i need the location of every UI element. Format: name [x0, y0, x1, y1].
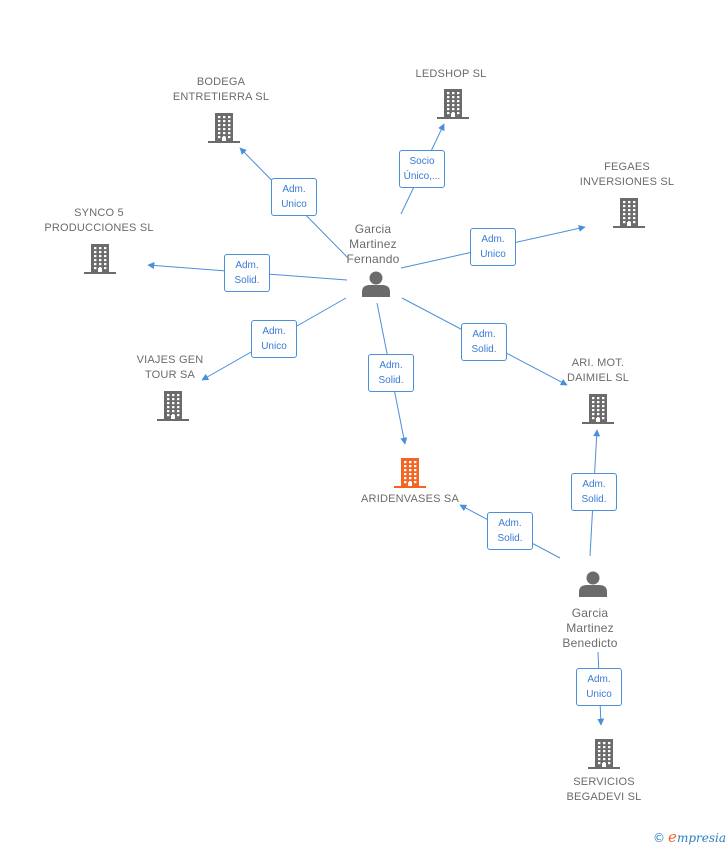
- copyright-icon: ©: [653, 831, 666, 845]
- edge-label-line: Adm.: [498, 518, 522, 529]
- edge-label-ari_mot: Adm. Solid.: [461, 323, 507, 361]
- edge-label-synco: Adm. Solid.: [224, 254, 270, 292]
- node-label-line: SYNCO 5: [74, 207, 124, 219]
- edge-label-line: Adm.: [587, 674, 611, 685]
- edge-label-line: Adm.: [582, 479, 606, 490]
- edge-label-line: Adm.: [472, 329, 496, 340]
- person-icon[interactable]: [362, 271, 390, 298]
- node-label-line: DAIMIEL SL: [566, 372, 630, 384]
- node-label-line: Garcia: [354, 222, 392, 236]
- edge-label-line: Adm.: [262, 326, 286, 337]
- node-label-line: ARI. MOT.: [571, 357, 625, 369]
- building-icon[interactable]: [437, 89, 469, 119]
- building-icon[interactable]: [582, 394, 614, 424]
- building-icon[interactable]: [394, 458, 426, 488]
- node-label-viajes[interactable]: VIAJES GEN TOUR SA: [137, 353, 204, 383]
- node-label-line: Martinez: [349, 237, 397, 251]
- node-label-line: LEDSHOP SL: [415, 68, 487, 80]
- node-label-line: FEGAES: [604, 161, 650, 173]
- node-label-ledshop[interactable]: LEDSHOP SL: [416, 67, 487, 82]
- edge-label-line: Unico: [261, 341, 287, 352]
- node-label-line: VIAJES GEN: [136, 354, 204, 366]
- node-label-line: BEGADEVI SL: [566, 791, 642, 803]
- edge-label-line: Adm.: [379, 360, 403, 371]
- edge-label-line: Solid.: [471, 344, 497, 355]
- node-label-ari_mot[interactable]: ARI. MOT. DAIMIEL SL: [567, 356, 629, 386]
- edge-label-line: Unico: [480, 249, 506, 260]
- edge-label-line: Unico: [281, 199, 307, 210]
- node-label-line: PRODUCCIONES SL: [44, 222, 154, 234]
- edge-label-fegaes: Adm. Unico: [470, 228, 516, 266]
- edge-label-bodega: Adm. Unico: [271, 178, 317, 216]
- node-label-line: Fernando: [346, 252, 400, 266]
- node-label-servicios[interactable]: SERVICIOS BEGADEVI SL: [567, 775, 642, 805]
- edge-label-line: Solid.: [378, 375, 404, 386]
- edge-label-line: Solid.: [581, 494, 607, 505]
- edge-label-aridenvases: Adm. Solid.: [368, 354, 414, 392]
- node-label-line: ARIDENVASES SA: [361, 493, 459, 505]
- edge-label-ari_mot: Adm. Solid.: [571, 473, 617, 511]
- building-icon[interactable]: [157, 391, 189, 421]
- edge-label-line: Adm.: [282, 184, 306, 195]
- edge-label-line: Adm.: [481, 234, 505, 245]
- edge-label-servicios: Adm. Unico: [576, 668, 622, 706]
- edge-label-line: Solid.: [234, 275, 260, 286]
- node-label-line: Benedicto: [562, 636, 618, 650]
- node-label-line: INVERSIONES SL: [579, 176, 675, 188]
- edge-label-viajes: Adm. Unico: [251, 320, 297, 358]
- node-label-line: TOUR SA: [144, 369, 196, 381]
- node-label-synco[interactable]: SYNCO 5 PRODUCCIONES SL: [44, 206, 153, 236]
- building-icon[interactable]: [613, 198, 645, 228]
- node-label-line: BODEGA: [196, 76, 246, 88]
- node-label-line: SERVICIOS: [573, 776, 635, 788]
- edge-label-line: Solid.: [497, 533, 523, 544]
- building-icon[interactable]: [208, 113, 240, 143]
- node-label-bodega[interactable]: BODEGA ENTRETIERRA SL: [173, 75, 269, 105]
- node-label-aridenvases[interactable]: ARIDENVASES SA: [361, 492, 459, 507]
- edge-label-line: Único,...: [403, 171, 441, 182]
- edge-label-aridenvases: Adm. Solid.: [487, 512, 533, 550]
- edge-label-line: Socio: [409, 156, 435, 167]
- empresia-logo: ©empresia: [653, 828, 726, 846]
- edge-label-line: Unico: [586, 689, 612, 700]
- node-label-fegaes[interactable]: FEGAES INVERSIONES SL: [580, 160, 675, 190]
- node-label-line: Garcia: [571, 606, 609, 620]
- node-label-line: ENTRETIERRA SL: [172, 91, 270, 103]
- building-icon[interactable]: [84, 244, 116, 274]
- edge-label-line: Adm.: [235, 260, 259, 271]
- building-icon[interactable]: [588, 739, 620, 769]
- person-icon[interactable]: [579, 571, 607, 598]
- node-label-line: Martinez: [566, 621, 614, 635]
